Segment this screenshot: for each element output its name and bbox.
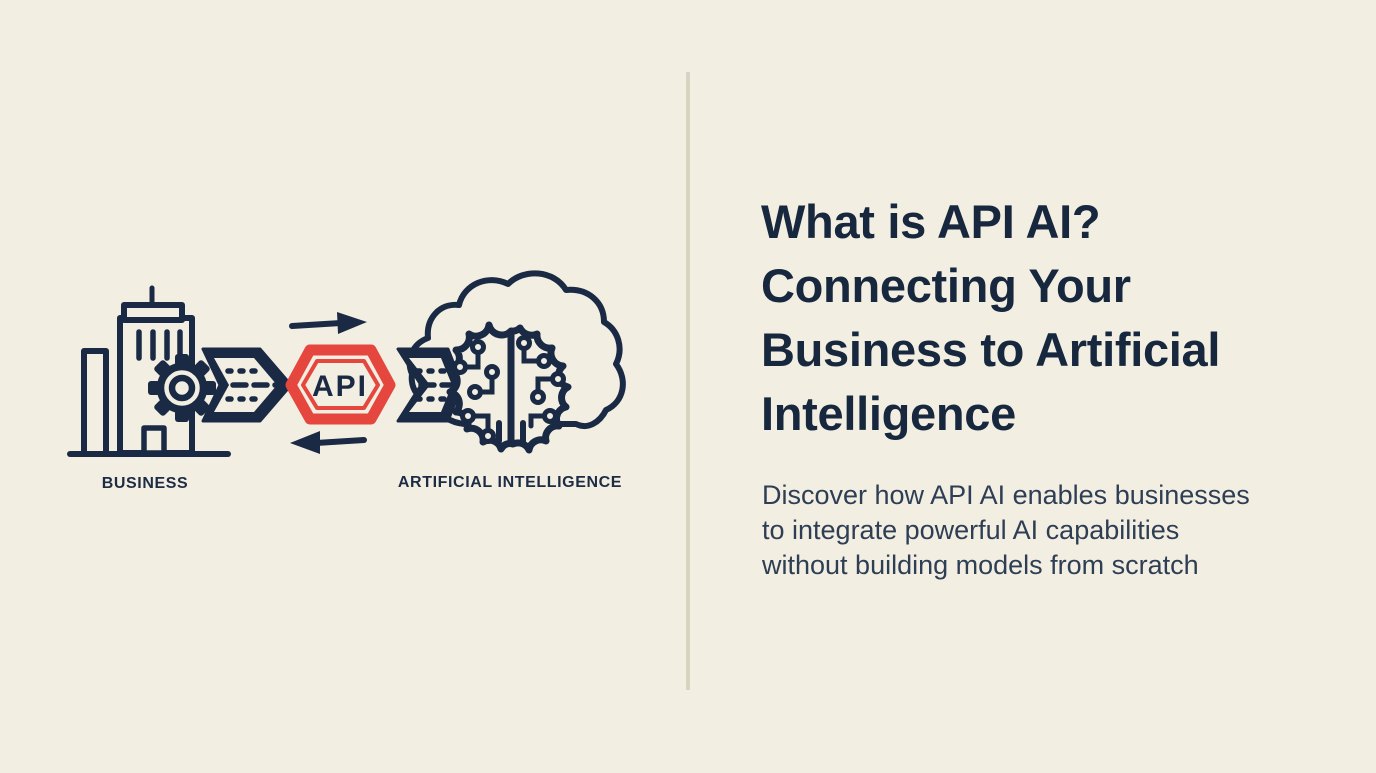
page-title: What is API AI? Connecting Your Business… — [761, 195, 1221, 440]
building-windows — [136, 329, 183, 361]
page-subtitle: Discover how API AI enables businesses t… — [762, 480, 1250, 580]
business-label: BUSINESS — [102, 475, 189, 492]
vertical-divider — [686, 72, 690, 690]
data-flow-band-right-icon — [396, 347, 464, 423]
building-roof — [121, 302, 185, 323]
building-annex — [81, 348, 109, 456]
ai-label: ARTIFICIAL INTELLIGENCE — [398, 474, 622, 491]
api-ai-diagram: API — [0, 0, 688, 768]
gear-icon — [148, 354, 216, 422]
arrow-right-icon — [289, 312, 367, 334]
circuit-brain-icon — [446, 321, 572, 454]
data-flow-band-left-icon — [201, 347, 293, 423]
building-door — [141, 425, 167, 456]
arrow-left-icon — [290, 431, 367, 454]
diagram-svg: API — [67, 270, 626, 492]
api-hexagon-label: API — [312, 370, 368, 403]
api-hexagon-icon: API — [285, 344, 396, 425]
